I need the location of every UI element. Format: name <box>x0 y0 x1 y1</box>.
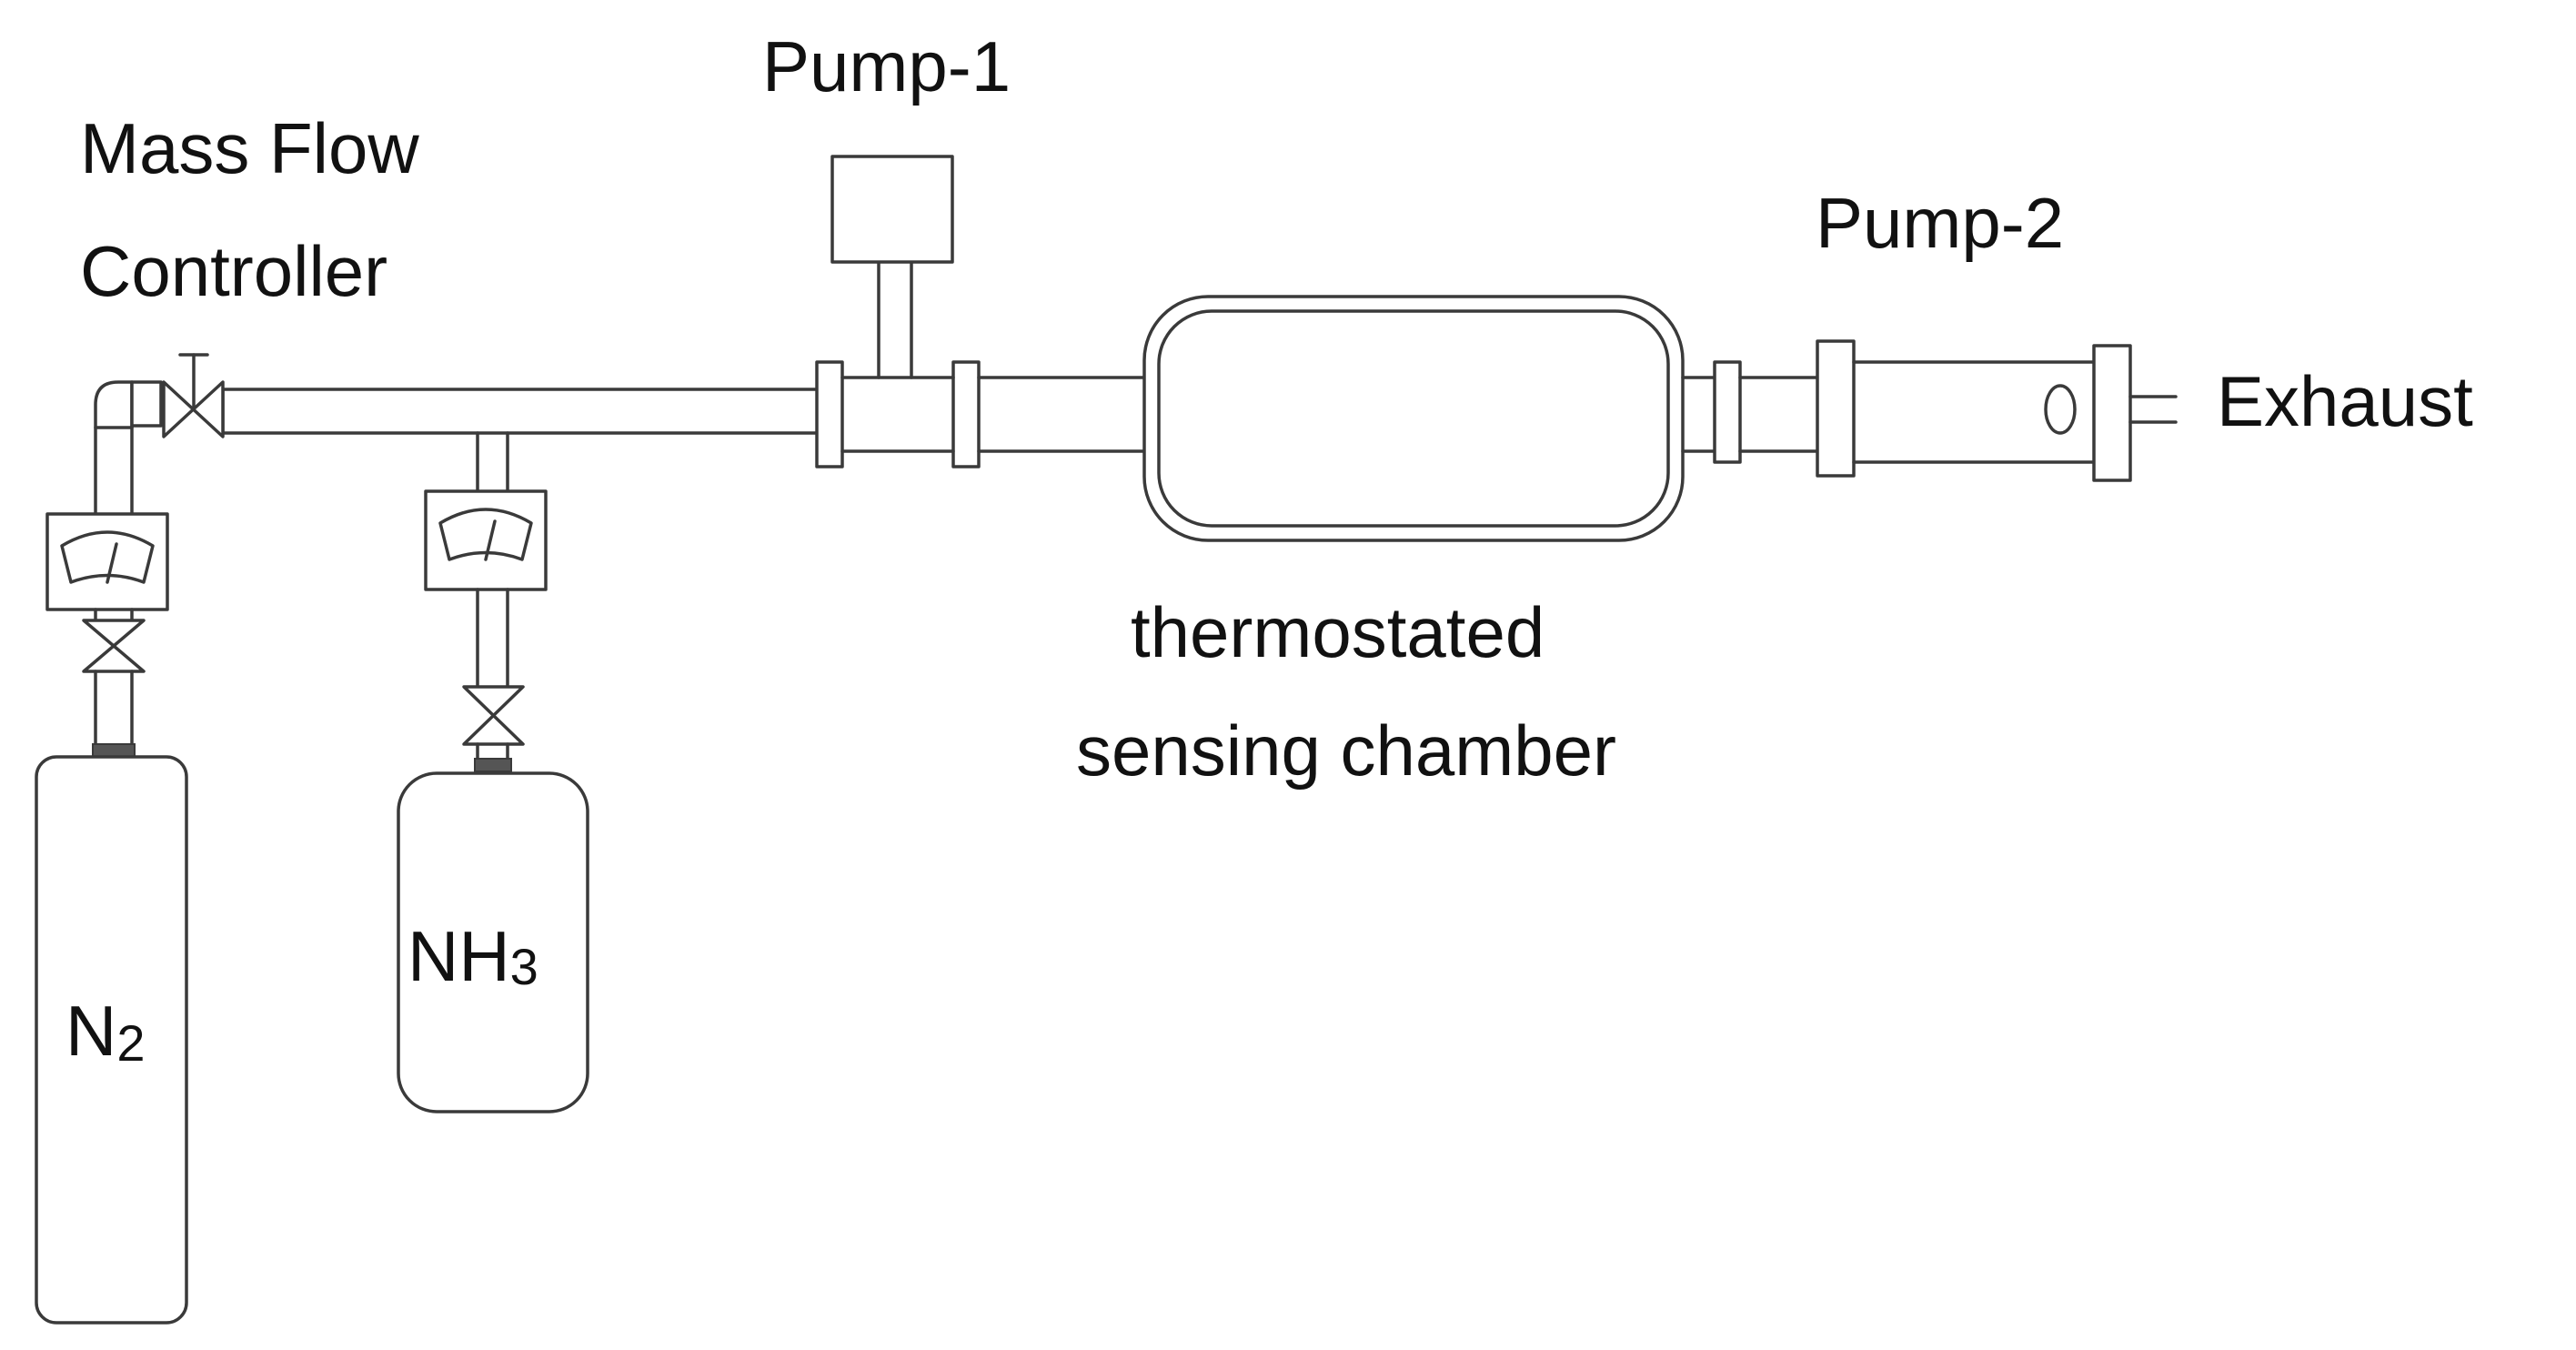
n2-label: N2 <box>65 991 146 1072</box>
pump2-label: Pump-2 <box>1816 183 2064 263</box>
main-valve-icon <box>162 353 225 438</box>
mass-flow-controller-label-line2: Controller <box>80 231 387 311</box>
nh3-valve-icon <box>462 685 525 746</box>
nh3-gas-cylinder: NH3 <box>397 771 589 1113</box>
outlet-line <box>1681 360 1819 464</box>
pump1-icon <box>830 155 954 264</box>
n2-branch <box>45 426 169 760</box>
exhaust-label: Exhaust <box>2217 361 2473 441</box>
main-gas-line <box>94 380 820 435</box>
pump1-label: Pump-1 <box>762 26 1011 106</box>
n2-gas-cylinder: N2 <box>35 755 188 1325</box>
pump1-fitting <box>815 260 1150 468</box>
mass-flow-controller-label: Mass Flow <box>80 108 419 188</box>
chamber-label: thermostated <box>1131 592 1545 672</box>
n2-flow-meter-icon <box>45 512 169 611</box>
sensing-chamber <box>1142 295 1685 542</box>
n2-valve-icon <box>82 619 146 673</box>
nh3-branch <box>424 431 548 772</box>
pump2-icon <box>1816 339 2178 482</box>
chamber-label-line2: sensing chamber <box>1076 710 1616 791</box>
nh3-flow-meter-icon <box>424 489 548 591</box>
nh3-label: NH3 <box>408 916 538 996</box>
